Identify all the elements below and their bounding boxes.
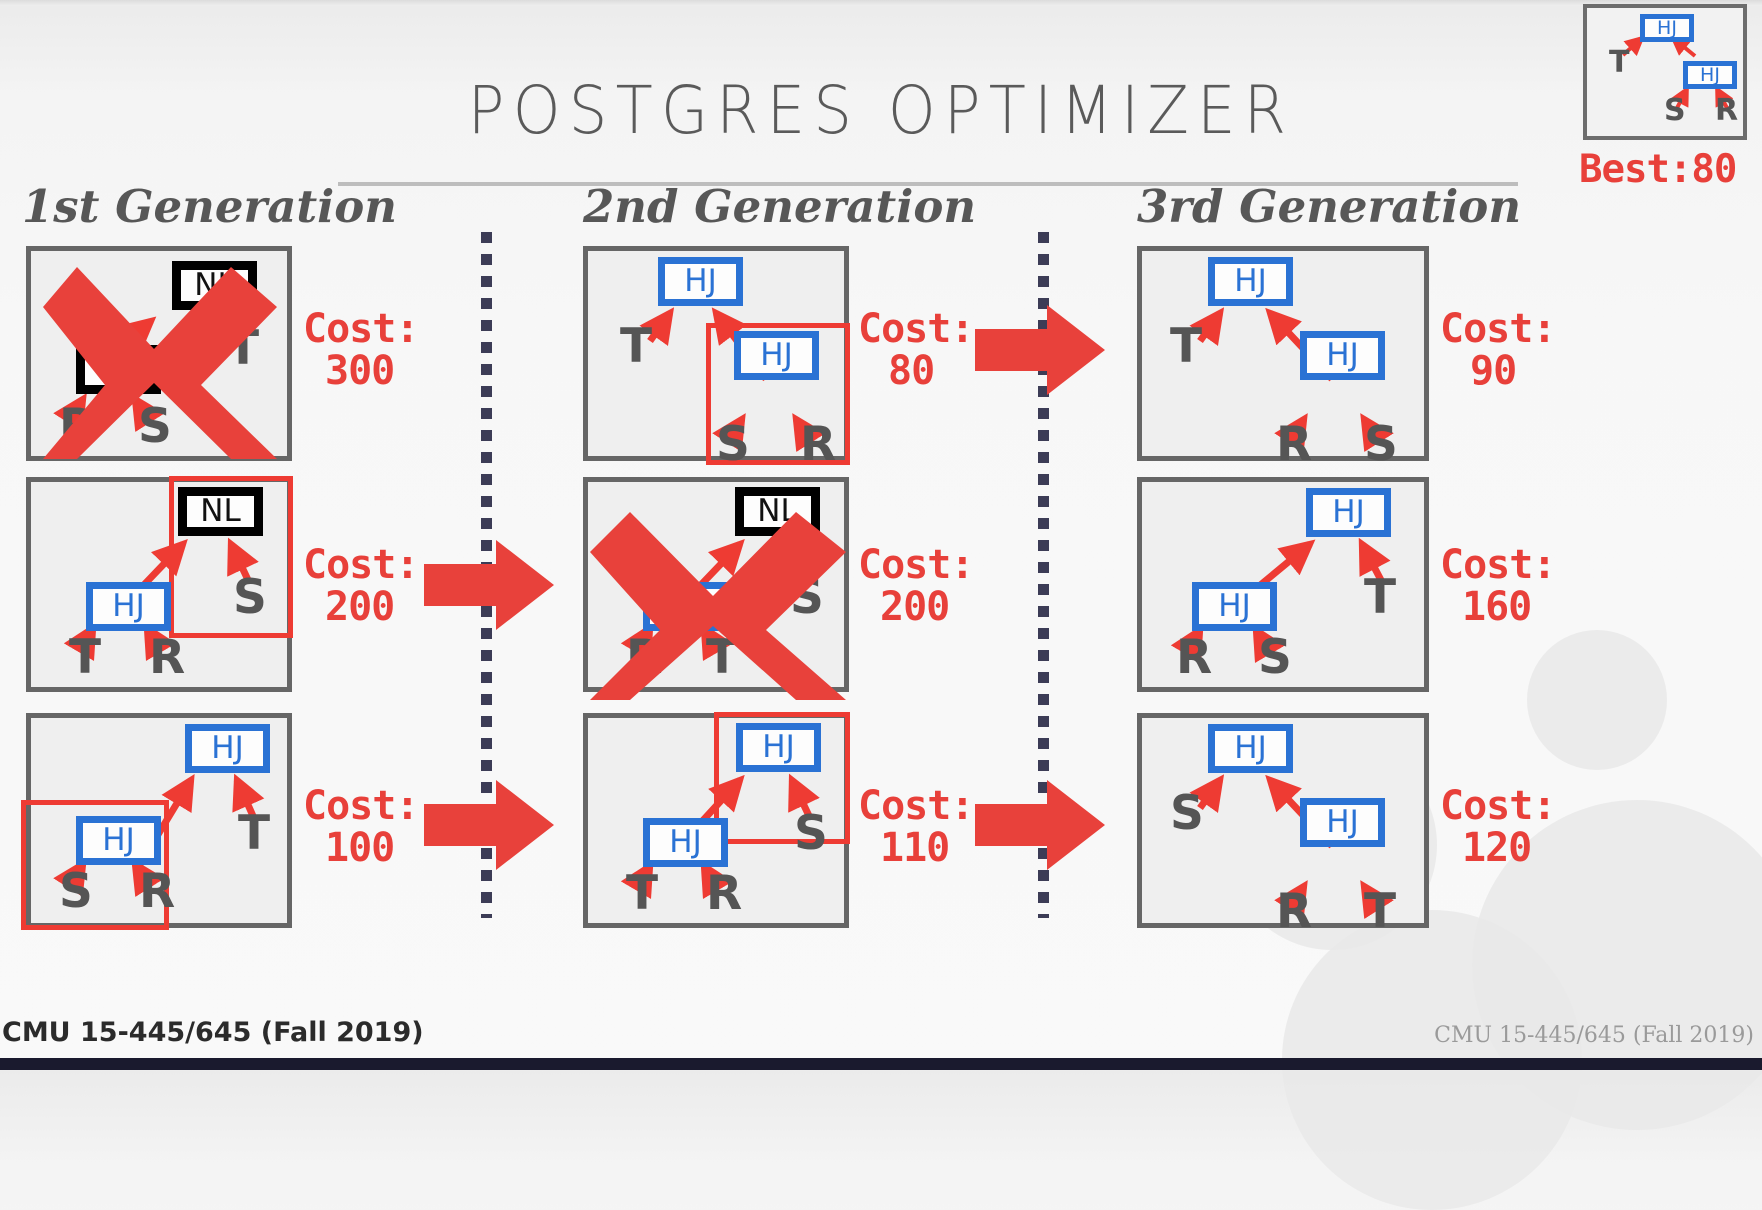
plan-cell-gen1-row2[interactable]: NL S HJ T R — [26, 476, 293, 692]
leaf-right: R — [800, 417, 837, 472]
leaf-right: S — [138, 399, 172, 454]
best-plan-panel: HJ T HJ S R Best:80 — [1579, 4, 1749, 192]
cost-label-gen3-row1: Cost:90 — [1440, 306, 1556, 394]
plan-cell-gen3-row1[interactable]: HJ T HJ R S — [1137, 246, 1429, 468]
cost-label-gen2-row3: Cost:110 — [858, 783, 974, 871]
leaf-left: S — [59, 864, 93, 919]
best-plan-tree: HJ T HJ S R — [1583, 4, 1747, 140]
node-root-hj: HJ — [1306, 488, 1391, 537]
background-blob — [1527, 630, 1667, 770]
leaf-t: T — [620, 319, 653, 374]
cost-label-gen1-row1: Cost:300 — [303, 306, 419, 394]
node-root-hj: HJ — [658, 257, 743, 306]
cost-label-gen2-row1: Cost:80 — [858, 306, 974, 394]
best-sub-node: HJ — [1683, 61, 1737, 89]
plan-cell-gen2-row3[interactable]: HJ S HJ T R — [583, 712, 850, 928]
leaf-left: T — [626, 866, 659, 921]
cost-label-gen1-row3: Cost:100 — [303, 783, 419, 871]
plan-cell-gen3-row2[interactable]: HJ T HJ R S — [1137, 477, 1429, 692]
arrow-gen2row1-to-gen3row1 — [975, 305, 1105, 395]
leaf-right: T — [706, 630, 739, 685]
leaf-left: S — [716, 417, 750, 472]
footer-right: CMU 15-445/645 (Fall 2019) — [1434, 1023, 1754, 1048]
node-root-hj: HJ — [185, 724, 270, 773]
arrow-gen1row3-to-gen2row3 — [424, 780, 554, 870]
column-separator-2 — [1038, 232, 1049, 918]
leaf-right: S — [1364, 417, 1398, 472]
leaf-t: T — [238, 806, 271, 861]
leaf-left: R — [1276, 884, 1313, 939]
best-leaf-r: R — [1715, 93, 1739, 128]
leaf-left: T — [69, 630, 102, 685]
plan-cell-gen1-row1[interactable]: NL T NL R S — [26, 246, 292, 461]
node-root-hj: HJ — [1208, 724, 1293, 773]
leaf-right: R — [706, 866, 743, 921]
leaf-right: R — [149, 630, 186, 685]
cost-label-gen1-row2: Cost:200 — [303, 542, 419, 630]
node-root-hj: HJ — [1208, 257, 1293, 306]
column-header-gen2: 2nd Generation — [583, 180, 977, 233]
leaf-right: R — [139, 864, 176, 919]
best-leaf-t: T — [1609, 45, 1630, 80]
highlight-subplan — [706, 323, 850, 465]
leaf-right: S — [1258, 630, 1292, 685]
cost-label-gen2-row2: Cost:200 — [858, 542, 974, 630]
leaf-t: T — [1170, 319, 1203, 374]
arrow-gen1row2-to-gen2row2 — [424, 540, 554, 630]
leaf-s: S — [794, 806, 828, 861]
column-header-gen1: 1st Generation — [22, 180, 397, 233]
leaf-t: T — [1364, 570, 1397, 625]
leaf-t: T — [227, 321, 260, 376]
leaf-s: S — [790, 570, 824, 625]
node-child-hj: HJ — [1300, 331, 1385, 380]
node-root-nl: NL — [172, 261, 257, 310]
leaf-left: R — [1176, 630, 1213, 685]
leaf-left: R — [626, 630, 663, 685]
best-cost-label: Best:80 — [1579, 147, 1737, 192]
leaf-right: T — [1364, 884, 1397, 939]
leaf-left: R — [1276, 417, 1313, 472]
leaf-s: S — [1170, 786, 1204, 841]
title-divider — [338, 182, 1518, 186]
cost-label-gen3-row3: Cost:120 — [1440, 783, 1556, 871]
cost-label-gen3-row2: Cost:160 — [1440, 542, 1556, 630]
node-child-hj: HJ — [86, 582, 171, 631]
node-child-hj: HJ — [1192, 582, 1277, 631]
node-child-nl: NL — [76, 345, 161, 394]
plan-cell-gen1-row3[interactable]: HJ T HJ S R — [21, 713, 292, 930]
plan-cell-gen2-row2[interactable]: NL S HJ R T — [583, 477, 849, 700]
node-root-hj: HJ — [736, 723, 821, 772]
plan-cell-gen2-row1[interactable]: HJ T HJ S R — [583, 246, 850, 468]
page-title: POSTGRES OPTIMIZER — [467, 72, 1295, 149]
leaf-s: S — [233, 570, 267, 625]
node-child-hj: HJ — [1300, 798, 1385, 847]
node-child-hj: HJ — [643, 818, 728, 867]
node-child-hj: HJ — [734, 331, 819, 380]
node-root-nl: NL — [735, 487, 820, 536]
best-leaf-s: S — [1664, 93, 1686, 128]
node-child-hj: HJ — [643, 582, 728, 631]
best-root-node: HJ — [1640, 14, 1694, 42]
top-divider — [0, 0, 1762, 6]
bottom-bar — [0, 1058, 1762, 1070]
node-root-nl: NL — [178, 487, 263, 536]
column-header-gen3: 3rd Generation — [1137, 180, 1522, 233]
plan-cell-gen3-row3[interactable]: HJ S HJ R T — [1137, 713, 1429, 935]
arrow-gen2row3-to-gen3row3 — [975, 780, 1105, 870]
node-child-hj: HJ — [76, 816, 161, 865]
leaf-left: R — [59, 399, 96, 454]
footer-left: CMU 15-445/645 (Fall 2019) — [2, 1017, 424, 1048]
